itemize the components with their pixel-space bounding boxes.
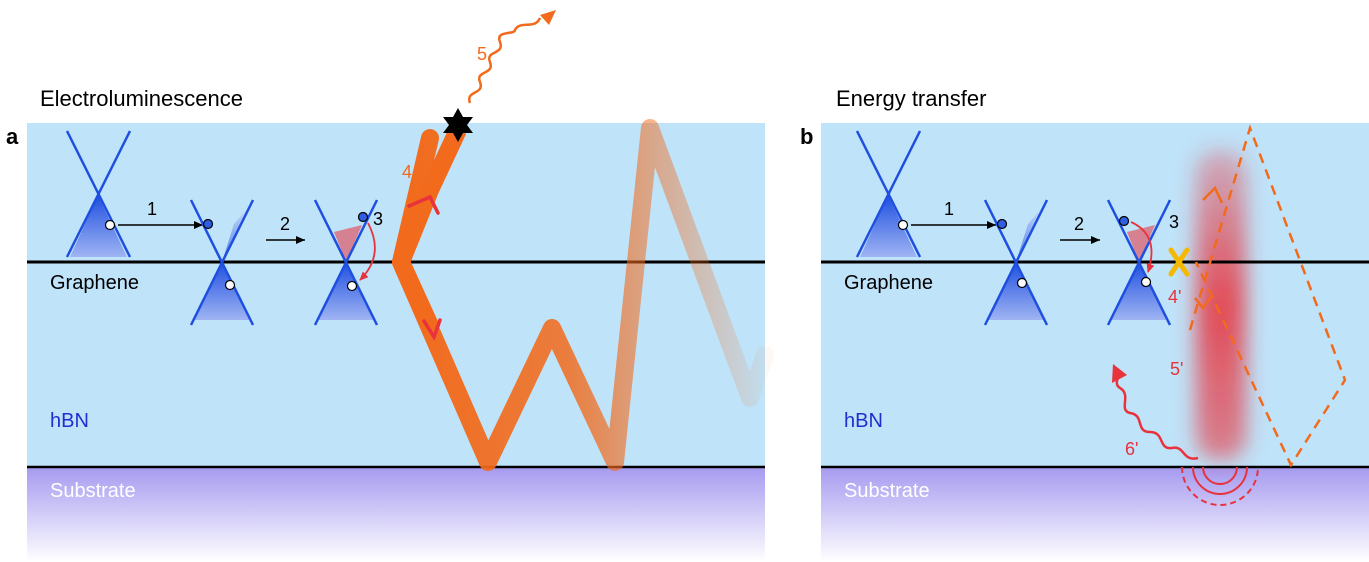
substrate-label-a: Substrate: [50, 480, 136, 502]
step-1-a: 1: [147, 199, 158, 219]
substrate-label-b: Substrate: [844, 480, 930, 502]
photon-arrowhead-b-icon: [1112, 364, 1127, 383]
emitted-photon-wave-a: [467, 17, 542, 104]
panel-a: [27, 10, 774, 562]
step-5-a: 5: [477, 44, 488, 64]
step-4p-b: 4': [1168, 287, 1182, 307]
dirac-cone-2-a: [189, 199, 255, 326]
direction-chevron-down: [422, 318, 442, 342]
dirac-cone-3-a: [313, 199, 379, 326]
emission-star-icon: [443, 108, 473, 142]
substrate-layer-a: [27, 467, 765, 562]
photon-path-bright-a: [392, 126, 467, 334]
step-2-b: 2: [1074, 214, 1085, 234]
step-3-a: 3: [373, 209, 384, 229]
dashed-chevron-down: [1194, 296, 1213, 311]
dirac-cone-1-a: [65, 130, 132, 258]
step-3-b: 3: [1169, 212, 1180, 232]
step-4-a: 4: [402, 162, 413, 182]
suppressed-waveguide-path: [1188, 124, 1347, 468]
hole-dot: [224, 279, 236, 291]
energy-transfer-column: [1196, 150, 1246, 460]
panel-b: [821, 123, 1369, 562]
substrate-layer-b: [821, 467, 1369, 562]
photon-arrowhead-icon: [540, 10, 556, 25]
step-2-a: 2: [280, 214, 291, 234]
dirac-cone-3-b: [1106, 199, 1172, 326]
hbn-layer-a: [27, 123, 765, 467]
hole-dot: [1140, 276, 1152, 288]
direction-chevron-up: [407, 194, 440, 215]
electron-dot: [357, 211, 369, 223]
hole-dot: [104, 219, 116, 231]
hole-dot: [346, 280, 358, 292]
dirac-cone-2-b: [983, 199, 1049, 326]
emitted-photon-wave-b: [1115, 369, 1199, 460]
recombination-arrow-a: [359, 222, 376, 281]
step-6p-b: 6': [1125, 439, 1139, 459]
dirac-cone-1-b: [855, 130, 922, 258]
recombination-arrow-b: [1130, 221, 1155, 273]
hole-dot: [897, 219, 909, 231]
step-5p-b: 5': [1170, 359, 1184, 379]
hbn-label-a: hBN: [50, 410, 89, 432]
panel-a-title: Electroluminescence: [40, 86, 243, 111]
electron-dot: [996, 218, 1008, 230]
electron-dot: [202, 218, 214, 230]
panel-a-letter: a: [6, 124, 19, 149]
panel-b-title: Energy transfer: [836, 86, 987, 111]
dashed-chevron-up: [1202, 185, 1224, 204]
panel-b-letter: b: [800, 124, 814, 149]
hbn-label-b: hBN: [844, 410, 883, 432]
substrate-dipole-icon: [1181, 466, 1259, 506]
hbn-layer-b: [821, 123, 1369, 467]
step-1-b: 1: [944, 199, 955, 219]
graphene-label-b: Graphene: [844, 272, 933, 294]
graphene-label-a: Graphene: [50, 272, 139, 294]
blocked-cross-icon: [1168, 247, 1190, 277]
electron-dot: [1118, 215, 1130, 227]
hole-dot: [1016, 277, 1028, 289]
